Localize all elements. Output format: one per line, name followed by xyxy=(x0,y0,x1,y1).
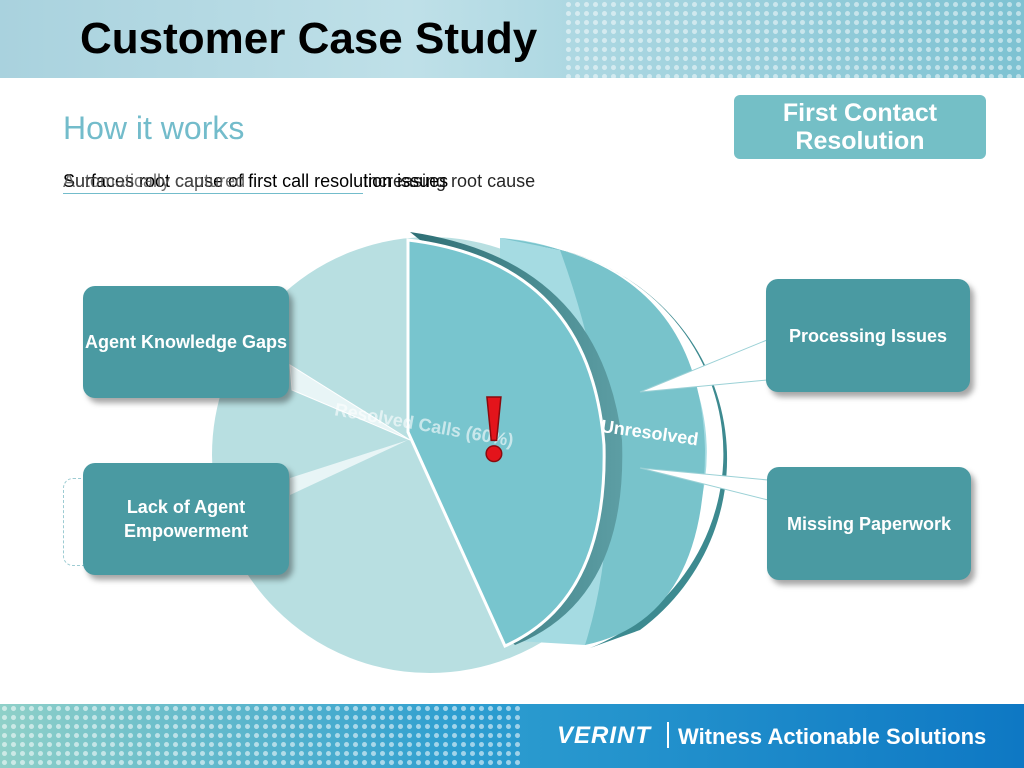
verint-logo: VERINT xyxy=(557,722,652,749)
footer-bar xyxy=(0,704,1024,768)
badge-label: First Contact Resolution xyxy=(782,99,938,155)
header-bar xyxy=(0,0,1024,78)
footer-tagline: Witness Actionable Solutions xyxy=(678,724,987,749)
slide-title: Customer Case Study xyxy=(80,14,538,63)
callout-lack-of-agent-empowerment: Lack of Agent Empowerment xyxy=(83,463,289,575)
front-slice-face xyxy=(406,238,606,648)
slide-subtitle: How it works xyxy=(63,110,245,146)
caption-line-2: Automatically captured xyxy=(63,171,246,191)
pointer-agent-knowledge xyxy=(289,364,411,441)
callout-agent-knowledge-gaps: Agent Knowledge Gaps xyxy=(83,286,289,398)
callout-missing-paperwork-label: Missing Paperwork xyxy=(786,513,952,534)
pointer-lack-empowerment xyxy=(290,440,408,495)
callout-processing-label: Processing Issues xyxy=(788,325,948,346)
callout-agent-knowledge-label: Agent Knowledge Gaps xyxy=(84,332,288,352)
unresolved-slice-face xyxy=(500,238,705,645)
first-contact-resolution-badge: First Contact Resolution xyxy=(734,95,986,159)
exclamation-mark: ! xyxy=(478,374,510,481)
callout-missing-paperwork: Missing Paperwork xyxy=(767,467,971,580)
caption-underline xyxy=(63,193,363,194)
overlapping-caption: Surfaces root cause of first call resolu… xyxy=(63,171,535,194)
caption-line-1: Surfaces root cause of first call resolu… xyxy=(63,171,449,191)
footer-dot-pattern xyxy=(0,704,520,768)
header-dot-pattern xyxy=(564,0,1024,78)
callout-processing-issues: Processing Issues xyxy=(766,279,970,392)
pie-diagram: Resolved Calls (60%) Unresolved ! xyxy=(208,232,769,677)
caption-line-3: Increasing root cause xyxy=(363,171,536,191)
callout-lack-empowerment-label: Lack of Agent Empowerment xyxy=(123,497,249,541)
logo-divider xyxy=(667,722,669,748)
